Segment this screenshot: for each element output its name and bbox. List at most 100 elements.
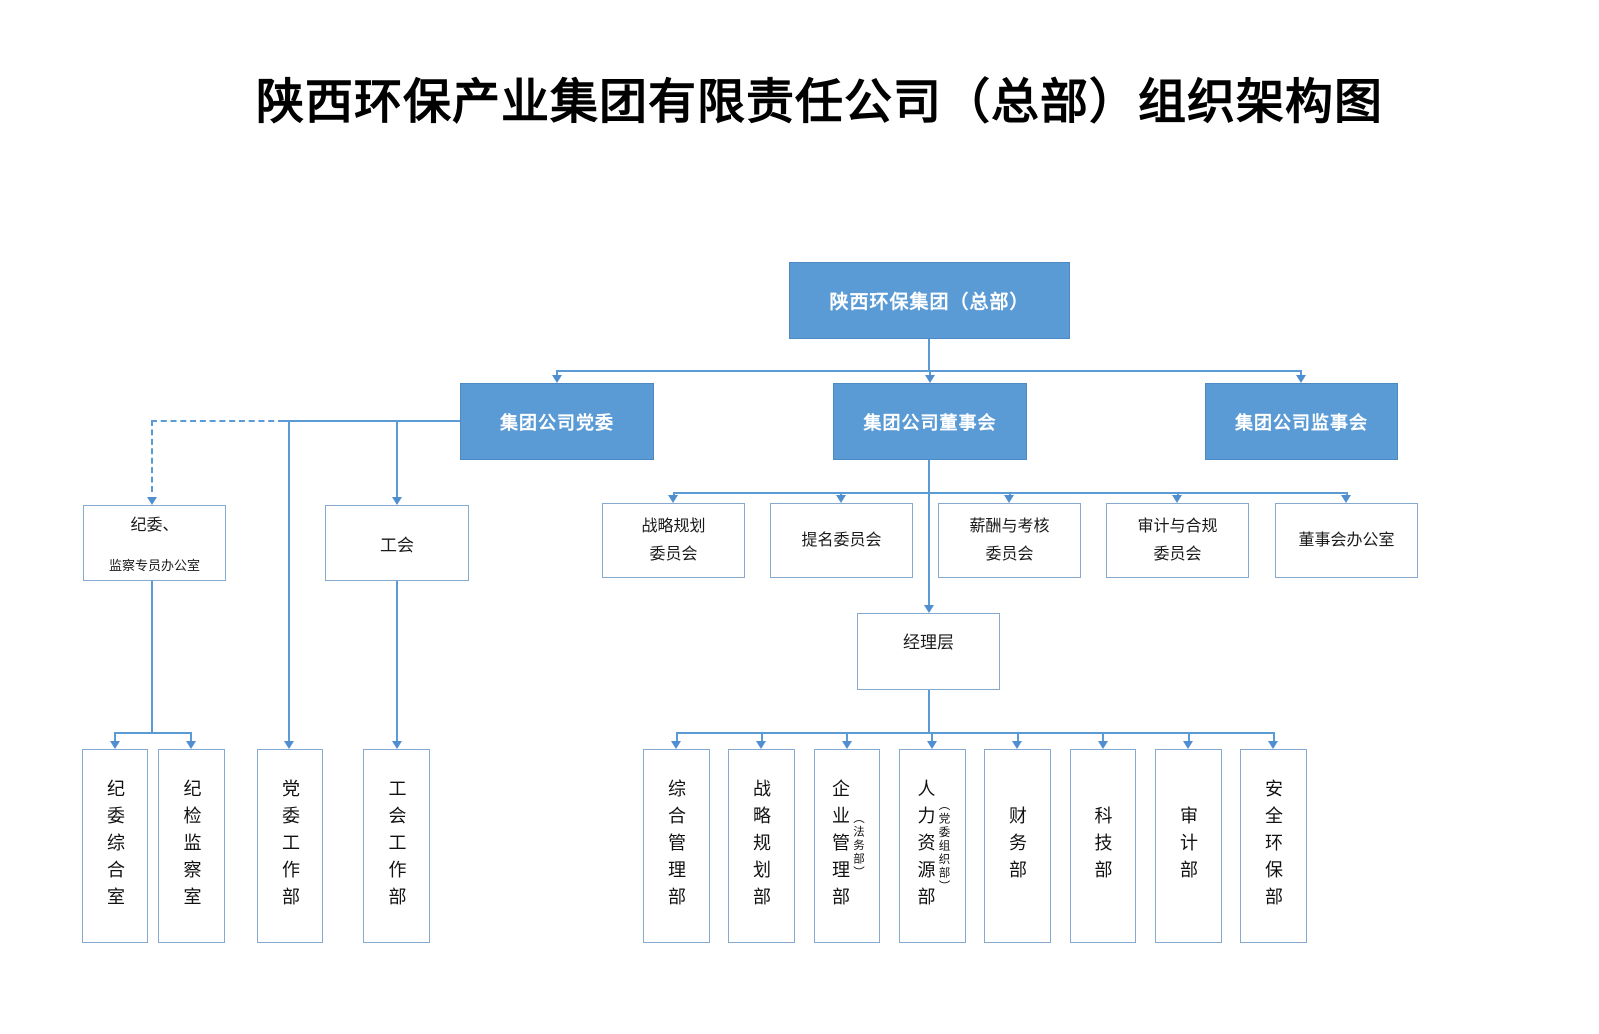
- connector-stub-dept2: [761, 732, 763, 741]
- general-management-dept-label: 综合管理部: [666, 778, 686, 914]
- arrow-down-icon: [1296, 375, 1306, 383]
- safety-environment-dept-label: 安全环保部: [1263, 778, 1283, 914]
- arrow-down-icon: [1183, 741, 1193, 749]
- arrow-down-icon: [671, 741, 681, 749]
- org-node-safety-environment-dept: 安全环保部: [1240, 749, 1307, 943]
- connector-stub-board: [929, 370, 931, 376]
- connector-management-down: [928, 690, 930, 733]
- org-node-general-management-dept: 综合管理部: [643, 749, 710, 943]
- org-node-strategy-committee: 战略规划 委员会: [602, 503, 745, 578]
- org-node-strategic-planning-dept: 战略规划部: [728, 749, 795, 943]
- arrow-down-icon: [1172, 495, 1182, 503]
- management-layer-label: 经理层: [903, 633, 954, 652]
- connector-stub-dept3: [846, 732, 848, 741]
- arrow-down-icon: [842, 741, 852, 749]
- connector-department-splitter: [676, 732, 1274, 734]
- arrow-down-icon: [186, 741, 196, 749]
- strategy-committee-line2: 委员会: [649, 545, 698, 563]
- connector-stub-committee2: [840, 492, 842, 496]
- audit-committee-line2: 委员会: [1153, 545, 1202, 563]
- finance-dept-label: 财务部: [1007, 805, 1027, 887]
- connector-root-down: [928, 339, 930, 371]
- arrow-down-icon: [284, 741, 294, 749]
- arrow-down-icon: [927, 741, 937, 749]
- org-node-enterprise-management-dept: 企业管理部 （法务部）: [814, 749, 880, 943]
- discipline-office-line1: 纪委、: [130, 517, 179, 534]
- connector-stub-committee5: [1346, 492, 1348, 496]
- org-node-discipline-general-office: 纪委综合室: [82, 749, 148, 943]
- org-node-root: 陕西环保集团（总部）: [789, 262, 1070, 339]
- org-node-supervisory-board: 集团公司监事会: [1205, 383, 1398, 460]
- arrow-down-icon: [392, 497, 402, 505]
- connector-discipline-splitter: [114, 732, 192, 734]
- human-resources-dept-note: （党委组织部）: [937, 798, 950, 894]
- org-node-board-label: 集团公司董事会: [863, 412, 997, 433]
- connector-stub-committee3: [1009, 492, 1011, 496]
- connector-stub-room2: [190, 732, 192, 741]
- compensation-committee-line1: 薪酬与考核: [969, 517, 1050, 535]
- arrow-down-icon: [836, 495, 846, 503]
- arrow-down-icon: [756, 741, 766, 749]
- labor-union-label: 工会: [380, 535, 414, 555]
- org-node-audit-dept: 审计部: [1155, 749, 1222, 943]
- connector-board-spine: [928, 460, 930, 607]
- enterprise-management-dept-note: （法务部）: [852, 812, 864, 880]
- connector-stub-dept5: [1017, 732, 1019, 741]
- connector-party-left-solid: [284, 420, 460, 422]
- connector-discipline-dashed-down: [151, 420, 153, 492]
- page-title: 陕西环保产业集团有限责任公司（总部）组织架构图: [255, 76, 1383, 129]
- connector-union-down: [396, 420, 398, 497]
- arrow-down-icon: [925, 375, 935, 383]
- org-node-root-label: 陕西环保集团（总部）: [829, 292, 1030, 313]
- org-node-board-of-directors: 集团公司董事会: [833, 383, 1027, 460]
- discipline-general-office-label: 纪委综合室: [105, 778, 125, 914]
- strategic-planning-dept-label: 战略规划部: [751, 778, 771, 914]
- strategy-committee-line1: 战略规划: [641, 517, 706, 535]
- nomination-committee-line1: 提名委员会: [801, 531, 882, 549]
- org-node-board-office: 董事会办公室: [1275, 503, 1418, 578]
- arrow-down-icon: [924, 605, 934, 613]
- connector-stub-dept1: [676, 732, 678, 741]
- arrow-down-icon: [1012, 741, 1022, 749]
- org-node-compensation-committee: 薪酬与考核 委员会: [938, 503, 1081, 578]
- science-technology-dept-label: 科技部: [1092, 805, 1113, 887]
- party-work-dept-label: 党委工作部: [280, 778, 300, 914]
- arrow-down-icon: [1268, 741, 1278, 749]
- connector-stub-committee4: [1177, 492, 1179, 496]
- org-node-finance-dept: 财务部: [984, 749, 1051, 943]
- org-node-audit-compliance-committee: 审计与合规 委员会: [1106, 503, 1249, 578]
- connector-stub-committee1: [673, 492, 675, 496]
- human-resources-dept-label: 人力资源部: [915, 778, 936, 914]
- arrow-down-icon: [1098, 741, 1108, 749]
- org-node-nomination-committee: 提名委员会: [770, 503, 913, 578]
- union-work-dept-label: 工会工作部: [386, 778, 407, 914]
- connector-discipline-bottom: [151, 581, 153, 733]
- arrow-down-icon: [1341, 495, 1351, 503]
- org-node-discipline-inspection-office: 纪检监察室: [158, 749, 225, 943]
- arrow-down-icon: [392, 741, 402, 749]
- org-node-labor-union: 工会: [325, 505, 469, 581]
- arrow-down-icon: [147, 497, 157, 505]
- connector-stub-supervisory: [1300, 370, 1302, 376]
- org-node-management-layer: 经理层: [857, 613, 1000, 690]
- org-node-supervisory-board-label: 集团公司监事会: [1235, 412, 1368, 433]
- connector-stub-dept4: [931, 732, 933, 741]
- audit-committee-line1: 审计与合规: [1137, 517, 1218, 535]
- connector-stub-dept7: [1188, 732, 1190, 741]
- discipline-inspection-office-label: 纪检监察室: [181, 778, 202, 914]
- connector-stub-room1: [114, 732, 116, 741]
- connector-party-work-down: [288, 420, 290, 741]
- connector-stub-dept6: [1102, 732, 1104, 741]
- discipline-office-line2: 监察专员办公室: [108, 558, 200, 573]
- org-node-party-committee-label: 集团公司党委: [500, 412, 614, 433]
- arrow-down-icon: [552, 375, 562, 383]
- org-node-human-resources-dept: 人力资源部 （党委组织部）: [899, 749, 966, 943]
- connector-party-left-dashed: [151, 420, 284, 422]
- org-node-science-technology-dept: 科技部: [1070, 749, 1136, 943]
- org-node-party-work-dept: 党委工作部: [257, 749, 323, 943]
- connector-stub-party: [556, 370, 558, 376]
- org-node-union-work-dept: 工会工作部: [363, 749, 430, 943]
- arrow-down-icon: [668, 495, 678, 503]
- org-node-discipline-office: 纪委、 监察专员办公室: [83, 505, 226, 581]
